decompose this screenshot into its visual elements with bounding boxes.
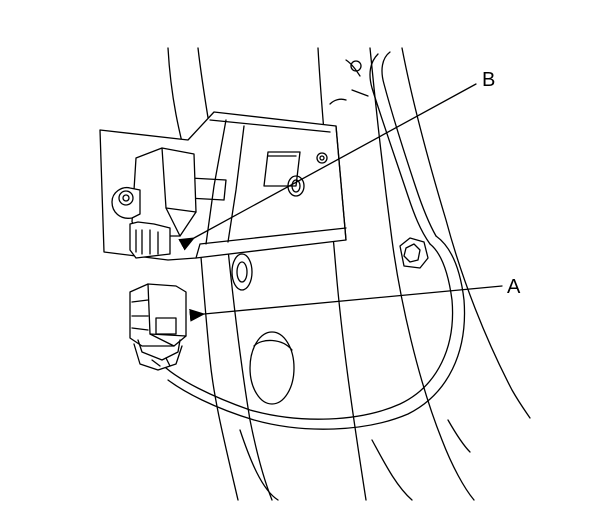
wiring-harness — [165, 51, 466, 430]
harness-clip — [399, 237, 429, 269]
callout-label-a: A — [507, 276, 521, 298]
leader-line-a — [189, 285, 503, 322]
sensor-module — [111, 147, 197, 259]
callout-label-b: B — [482, 69, 496, 91]
panel-holes — [231, 253, 295, 405]
harness-connector — [129, 283, 187, 371]
leader-line-b — [178, 83, 477, 251]
leader-lines — [178, 83, 503, 322]
